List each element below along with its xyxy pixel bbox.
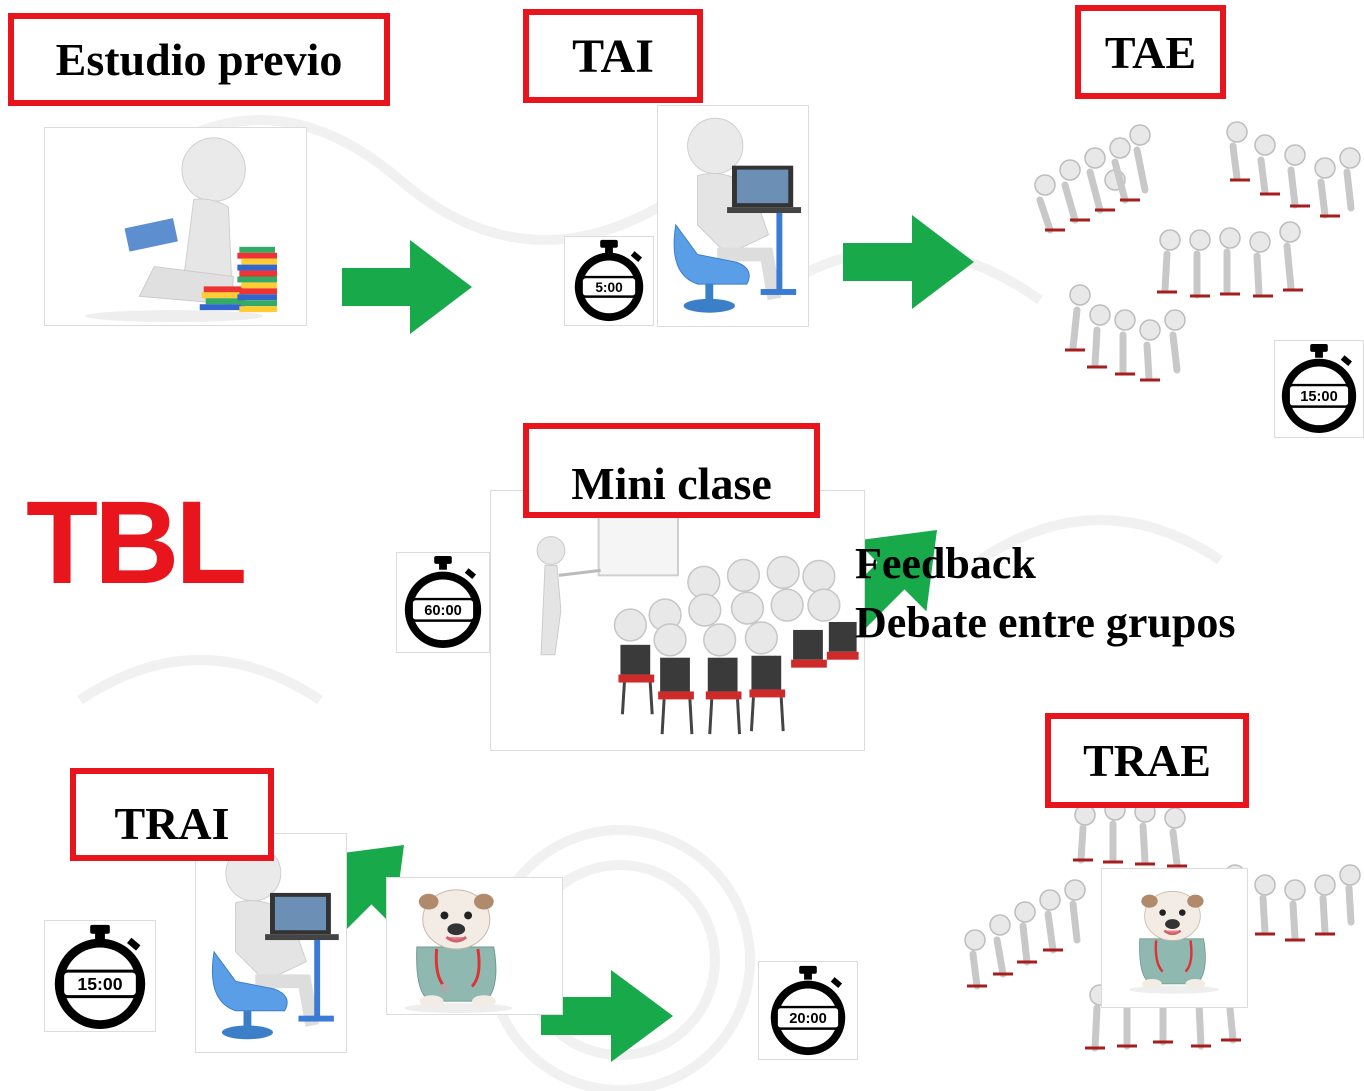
figure-at-computer-image-trai bbox=[195, 833, 347, 1053]
label-tai-text: TAI bbox=[572, 29, 654, 83]
label-tai: TAI bbox=[523, 9, 703, 103]
stopwatch-icon-dog: 20:00 bbox=[758, 961, 858, 1060]
diagram-title: TBL bbox=[26, 477, 247, 609]
stopwatch-icon-trai: 15:00 bbox=[44, 920, 156, 1032]
timer-text-tai: 5:00 bbox=[595, 280, 623, 295]
label-tae-text: TAE bbox=[1104, 26, 1197, 78]
arrow-dog-to-trae bbox=[541, 970, 673, 1062]
arrow-tai-to-tae bbox=[843, 215, 974, 309]
label-trai: TRAI bbox=[70, 768, 274, 861]
debate-text: Debate entre grupos bbox=[855, 598, 1236, 647]
stopwatch-icon-tai: 5:00 bbox=[564, 236, 654, 326]
presentation-audience-image bbox=[490, 490, 865, 751]
timer-text-trai: 15:00 bbox=[77, 974, 122, 994]
label-trae-text: TRAE bbox=[1083, 735, 1211, 786]
label-mini-clase: Mini clase bbox=[523, 423, 820, 518]
timer-text-dog: 20:00 bbox=[789, 1011, 827, 1027]
discussion-groups-image-tae bbox=[1034, 121, 1361, 382]
label-trai-text: TRAI bbox=[114, 798, 230, 849]
bulldog-doctor-image-trae bbox=[1101, 868, 1248, 1008]
stopwatch-icon-tae: 15:00 bbox=[1274, 340, 1364, 438]
feedback-text: Feedback bbox=[855, 539, 1036, 588]
label-tae: TAE bbox=[1075, 5, 1226, 99]
label-trae: TRAE bbox=[1045, 713, 1249, 808]
timer-text-mini: 60:00 bbox=[424, 603, 462, 619]
label-mini-clase-text: Mini clase bbox=[571, 458, 772, 509]
timer-text-tae: 15:00 bbox=[1300, 389, 1338, 405]
stopwatch-icon-mini: 60:00 bbox=[396, 552, 490, 653]
label-estudio-previo: Estudio previo bbox=[8, 13, 390, 106]
figure-reading-books-image bbox=[44, 127, 307, 326]
figure-at-computer-image-tai bbox=[657, 105, 809, 327]
arrow-estudio-to-tai bbox=[342, 240, 472, 334]
bulldog-doctor-image bbox=[386, 877, 563, 1015]
label-estudio-previo-text: Estudio previo bbox=[55, 34, 343, 85]
